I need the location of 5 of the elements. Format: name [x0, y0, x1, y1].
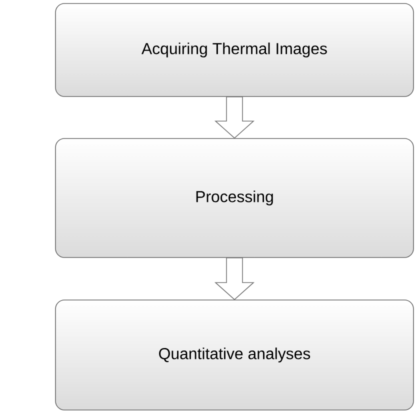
- process-box: Processing: [55, 138, 414, 258]
- block-arrow: [214, 258, 255, 300]
- block-arrow: [214, 96, 255, 139]
- process-box: Acquiring Thermal Images: [55, 3, 414, 97]
- process-box: Quantitative analyses: [55, 300, 414, 410]
